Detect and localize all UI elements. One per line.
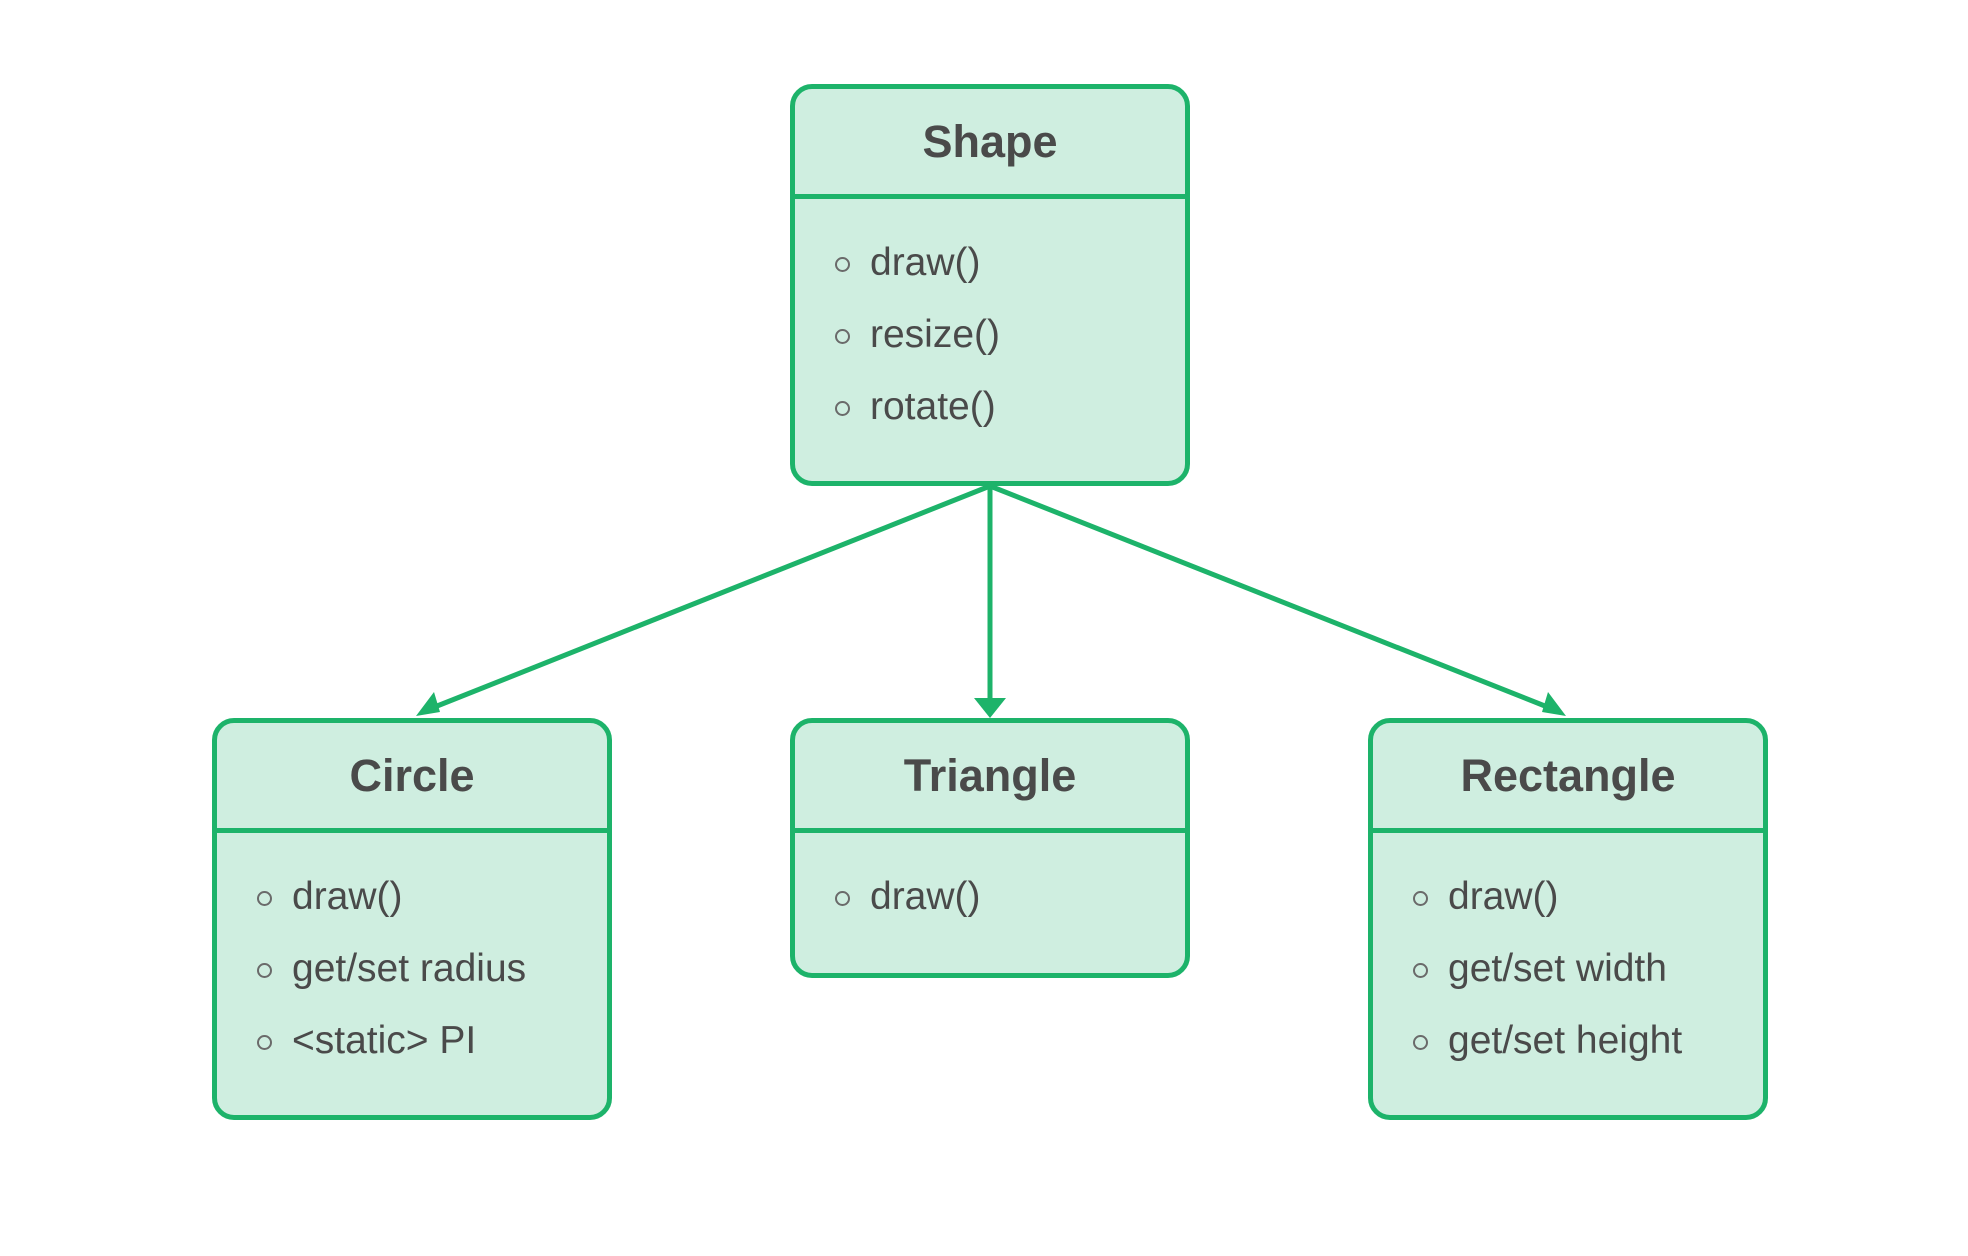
- class-title-shape: Shape: [795, 89, 1185, 199]
- member-label: draw(): [870, 241, 981, 284]
- edge-shape-to-circle: [421, 483, 991, 715]
- class-members-rectangle: draw() get/set width get/set height: [1373, 833, 1763, 1091]
- bullet-circle-icon: [1413, 963, 1428, 978]
- member-label: rotate(): [870, 385, 996, 428]
- member-item: draw(): [1413, 875, 1763, 947]
- arrowhead-triangle: [974, 698, 1006, 718]
- class-box-triangle: Triangle draw(): [790, 718, 1190, 978]
- class-title-triangle: Triangle: [795, 723, 1185, 833]
- member-label: <static> PI: [292, 1019, 477, 1062]
- class-box-rectangle: Rectangle draw() get/set width get/set h…: [1368, 718, 1768, 1120]
- class-box-circle: Circle draw() get/set radius <static> PI: [212, 718, 612, 1120]
- member-item: resize(): [835, 313, 1185, 385]
- member-label: draw(): [870, 875, 981, 918]
- class-box-shape: Shape draw() resize() rotate(): [790, 84, 1190, 486]
- class-members-circle: draw() get/set radius <static> PI: [217, 833, 607, 1091]
- member-label: draw(): [292, 875, 403, 918]
- bullet-circle-icon: [835, 257, 850, 272]
- member-item: <static> PI: [257, 1019, 607, 1091]
- bullet-circle-icon: [1413, 891, 1428, 906]
- member-item: draw(): [835, 241, 1185, 313]
- class-title-circle: Circle: [217, 723, 607, 833]
- member-item: get/set radius: [257, 947, 607, 1019]
- bullet-circle-icon: [835, 401, 850, 416]
- arrowhead-circle: [416, 692, 440, 716]
- member-label: get/set height: [1448, 1019, 1683, 1062]
- class-members-shape: draw() resize() rotate(): [795, 199, 1185, 457]
- member-item: draw(): [257, 875, 607, 947]
- member-item: get/set width: [1413, 947, 1763, 1019]
- bullet-circle-icon: [257, 963, 272, 978]
- member-item: rotate(): [835, 385, 1185, 457]
- member-label: resize(): [870, 313, 1001, 356]
- bullet-circle-icon: [835, 891, 850, 906]
- arrowhead-rectangle: [1542, 692, 1566, 716]
- member-label: get/set radius: [292, 947, 527, 990]
- class-members-triangle: draw(): [795, 833, 1185, 947]
- member-item: get/set height: [1413, 1019, 1763, 1091]
- bullet-circle-icon: [1413, 1035, 1428, 1050]
- edge-shape-to-rectangle: [989, 483, 1561, 715]
- class-title-rectangle: Rectangle: [1373, 723, 1763, 833]
- bullet-circle-icon: [257, 1035, 272, 1050]
- member-label: draw(): [1448, 875, 1559, 918]
- bullet-circle-icon: [835, 329, 850, 344]
- member-label: get/set width: [1448, 947, 1667, 990]
- member-item: draw(): [835, 875, 1185, 947]
- bullet-circle-icon: [257, 891, 272, 906]
